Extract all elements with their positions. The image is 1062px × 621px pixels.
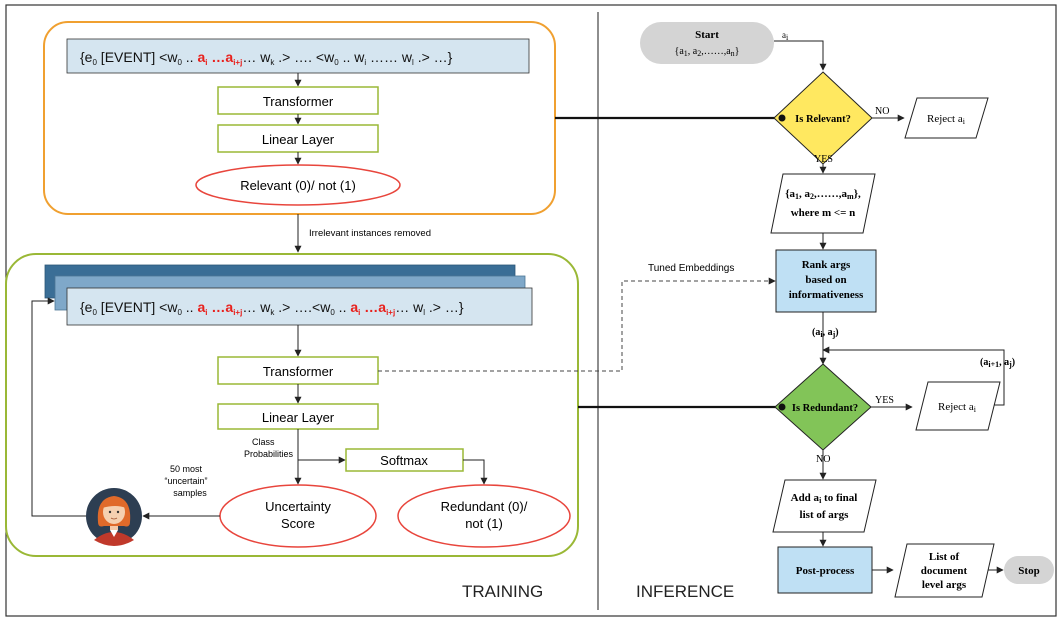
transformer-box-1 bbox=[217, 86, 379, 115]
stop-terminal bbox=[1004, 556, 1054, 584]
linear-layer-box-2 bbox=[217, 403, 379, 430]
is-redundant-label: Is Redundant? bbox=[792, 403, 858, 414]
transformer-label-1: Transformer bbox=[263, 94, 334, 109]
relevance-input-sequence bbox=[66, 38, 530, 74]
list-label-2: document bbox=[921, 565, 968, 577]
linear-layer-box-1 bbox=[217, 124, 379, 153]
add-final-label-1: Add ai to final bbox=[791, 492, 858, 505]
redundancy-input-sequence bbox=[66, 287, 533, 326]
filtered-args-condition: where m <= n bbox=[791, 207, 856, 219]
list-label-1: List of bbox=[929, 551, 960, 563]
samples-label-1: 50 most bbox=[170, 464, 203, 474]
pair-label: (ai, aj) bbox=[812, 327, 839, 339]
reject-parallelogram-2 bbox=[915, 381, 1001, 431]
transformer-box-2 bbox=[217, 356, 379, 385]
samples-label-2: “uncertain” bbox=[164, 476, 207, 486]
uncertainty-label-2: Score bbox=[281, 516, 315, 531]
irrelevant-removed-label: Irrelevant instances removed bbox=[309, 228, 431, 239]
uncertainty-label-1: Uncertainty bbox=[265, 499, 331, 514]
softmax-label: Softmax bbox=[380, 453, 428, 468]
linear-layer-label-1: Linear Layer bbox=[262, 132, 335, 147]
relevant-output-ellipse bbox=[195, 164, 401, 206]
rank-label-3: informativeness bbox=[789, 289, 864, 301]
arrow-softmax-to-redundant bbox=[463, 459, 488, 485]
filtered-args-set: {a1, a2,……,am}, bbox=[785, 188, 861, 201]
filtered-args-parallelogram bbox=[770, 173, 876, 234]
document-args-parallelogram bbox=[894, 543, 995, 598]
post-process-box bbox=[777, 546, 873, 594]
relevant-no-label: NO bbox=[875, 106, 889, 117]
rank-label-2: based on bbox=[805, 274, 846, 286]
redundant-output-ellipse bbox=[397, 484, 571, 548]
start-terminal bbox=[640, 22, 774, 64]
rank-label-1: Rank args bbox=[802, 259, 851, 271]
class-probabilities-label-2: Probabilities bbox=[244, 449, 294, 459]
arrow-annotator-to-input bbox=[31, 297, 86, 517]
relevant-yes-label: YES bbox=[814, 154, 833, 165]
transformer-label-2: Transformer bbox=[263, 364, 334, 379]
linear-layer-label-2: Linear Layer bbox=[262, 410, 335, 425]
tuned-embeddings-link bbox=[378, 277, 776, 372]
rank-args-process bbox=[775, 249, 877, 313]
relevant-link-dot bbox=[778, 114, 786, 122]
redundant-no-label: NO bbox=[816, 454, 830, 465]
arrow-reject-loop bbox=[822, 346, 1005, 406]
inference-label: INFERENCE bbox=[636, 582, 734, 601]
redundant-output-label-1: Redundant (0)/ bbox=[441, 499, 528, 514]
reject-label-2: Reject ai bbox=[938, 401, 977, 414]
redundant-link-dot bbox=[778, 403, 786, 411]
next-pair-label: (ai+1, aj) bbox=[980, 357, 1015, 369]
relevance-input-text: {e0 [EVENT] <w0 .. ai …ai+j… wk .> …. <w… bbox=[80, 49, 453, 67]
reject-parallelogram-1 bbox=[904, 97, 989, 139]
start-label: Start bbox=[695, 29, 719, 41]
relevant-output-label: Relevant (0)/ not (1) bbox=[240, 178, 356, 193]
arrow-start-item-label: ai bbox=[782, 30, 789, 42]
stop-label: Stop bbox=[1018, 565, 1039, 577]
person-avatar-icon bbox=[86, 488, 142, 546]
tuned-embeddings-label: Tuned Embeddings bbox=[648, 263, 734, 274]
add-final-label-2: list of args bbox=[800, 509, 850, 521]
redundancy-model-box bbox=[5, 253, 579, 557]
add-final-parallelogram bbox=[772, 479, 877, 533]
post-process-label: Post-process bbox=[796, 565, 855, 577]
reject-label-1: Reject ai bbox=[927, 113, 966, 126]
start-arguments: {a1, a2,……,an} bbox=[675, 46, 740, 58]
redundant-yes-label: YES bbox=[875, 395, 894, 406]
list-label-3: level args bbox=[922, 579, 967, 591]
arrow-start-to-relevant bbox=[774, 40, 827, 71]
samples-label-3: samples bbox=[173, 488, 207, 498]
class-probabilities-label-1: Class bbox=[252, 437, 275, 447]
training-label: TRAINING bbox=[462, 582, 543, 601]
redundant-output-label-2: not (1) bbox=[465, 516, 503, 531]
is-relevant-label: Is Relevant? bbox=[795, 114, 851, 125]
redundancy-input-text: {e0 [EVENT] <w0 .. ai …ai+j… wk .> ….<w0… bbox=[80, 299, 464, 317]
